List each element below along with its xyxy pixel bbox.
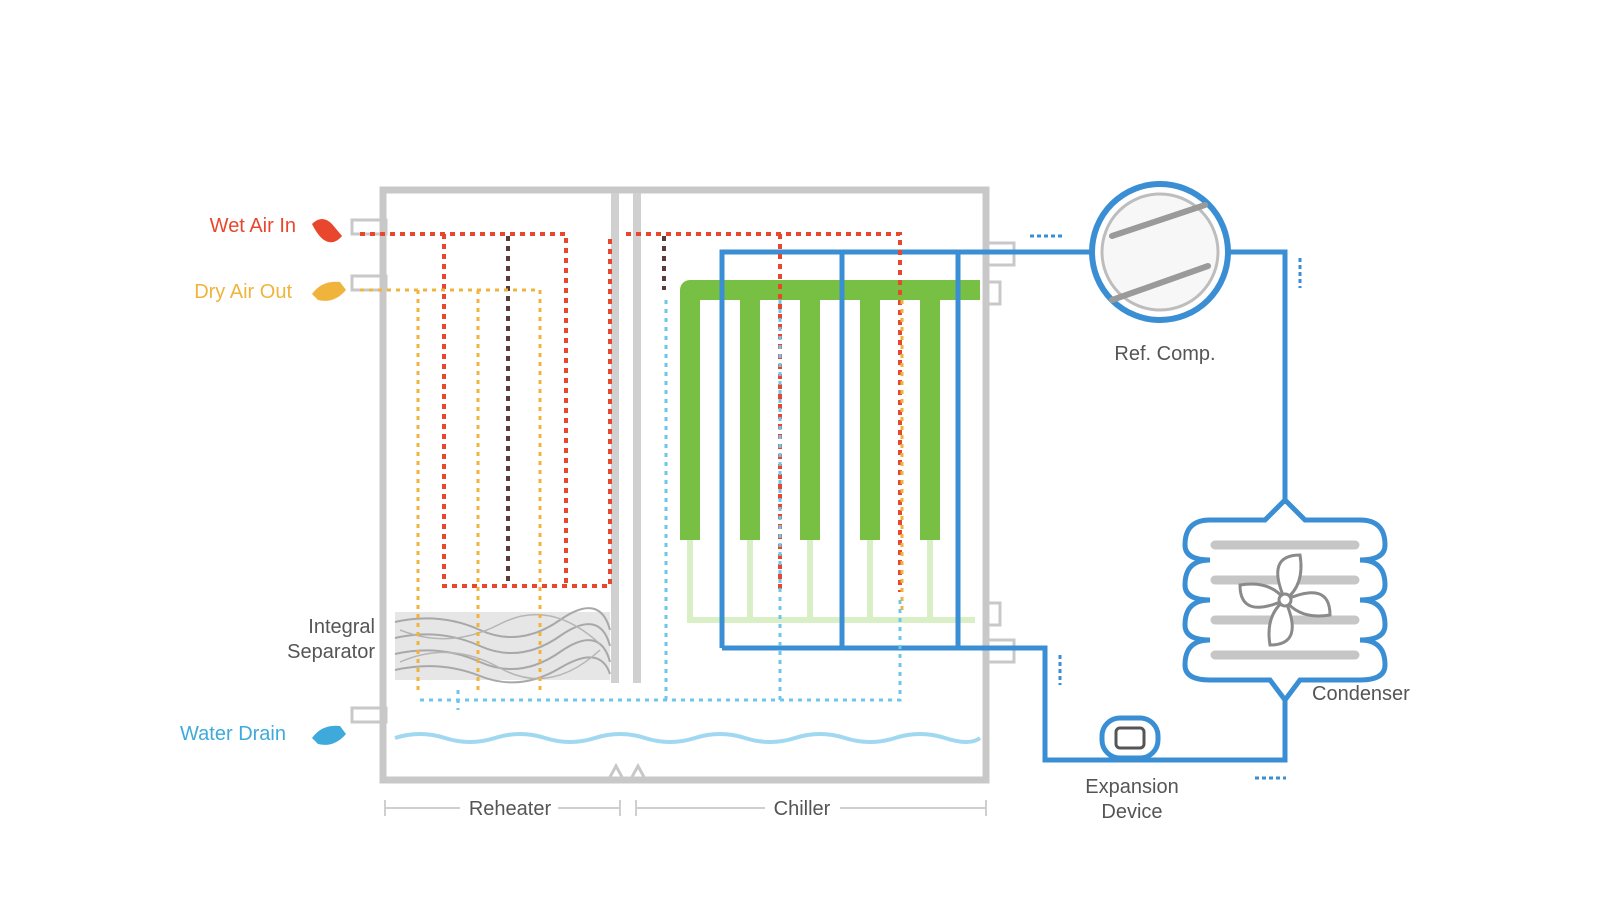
water-drain-icon — [312, 725, 346, 745]
wet-air-inlet-port — [350, 218, 388, 236]
condenser-label: Condenser — [1312, 683, 1410, 705]
refrigerant-aux-port-bottom — [982, 601, 1002, 627]
refrigerant-aux-port-top — [982, 280, 1002, 306]
hot-air-core — [506, 236, 666, 584]
integral-separator-label-line1: Integral — [308, 616, 375, 638]
integral-separator-label-line2: Separator — [287, 641, 375, 663]
dry-air-path — [360, 288, 904, 690]
expansion-device — [1099, 715, 1161, 761]
condensate-path — [420, 300, 902, 710]
water-drain-label: Water Drain — [180, 723, 286, 745]
housing-feet — [608, 762, 646, 778]
dry-air-out-label: Dry Air Out — [194, 281, 292, 303]
condenser — [1182, 496, 1388, 705]
refrigerant-flow-arrows — [1030, 234, 1302, 780]
housing — [350, 186, 1016, 784]
housing-divider-left — [611, 193, 619, 683]
refrigeration-compressor — [1089, 181, 1231, 323]
integral-separator-mesh — [394, 607, 611, 684]
chiller-section-label: Chiller — [774, 798, 831, 820]
water-surface — [394, 732, 982, 744]
wet-air-path — [360, 232, 902, 592]
reheater-section-label: Reheater — [469, 798, 552, 820]
expansion-device-label-line1: Expansion — [1085, 776, 1178, 798]
housing-outer-wall — [379, 186, 990, 784]
housing-divider-right — [633, 193, 641, 683]
expansion-device-label-line2: Device — [1101, 801, 1162, 823]
chiller-fins — [680, 280, 980, 623]
condenser-fan-icon — [1238, 553, 1332, 647]
dry-air-icon — [312, 281, 346, 301]
water-drain-port — [350, 706, 388, 724]
wet-air-icon — [312, 219, 342, 243]
ref-comp-label: Ref. Comp. — [1114, 343, 1215, 365]
refrigerant-inlet-port — [982, 638, 1016, 664]
refrigerant-loop — [719, 249, 1288, 763]
wet-air-in-label: Wet Air In — [210, 215, 296, 237]
section-dimension-lines — [384, 800, 987, 816]
